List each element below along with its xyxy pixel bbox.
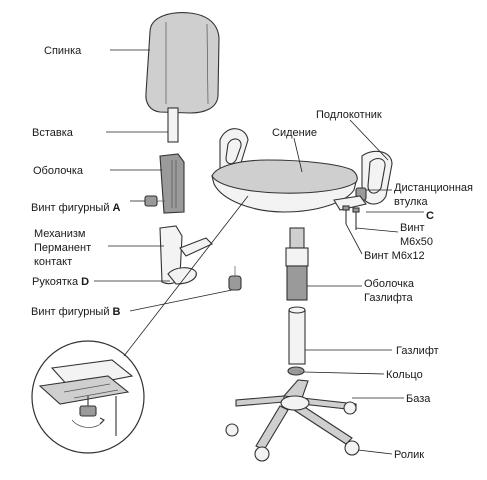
seat-plate (333, 195, 367, 211)
leader-vint-b (129, 289, 233, 312)
seat (211, 159, 358, 213)
caster-front-right (344, 440, 360, 456)
label-vstavka: Вставка (32, 127, 74, 139)
gaslift (288, 306, 306, 365)
label-mech-2: Перманент (34, 242, 91, 254)
detail-magnifier (31, 340, 145, 454)
label-mech-1: Механизм (34, 228, 85, 240)
label-obolochka: Оболочка (33, 165, 84, 177)
leader-koltso (303, 371, 385, 375)
label-baza: База (406, 393, 431, 405)
label-sidenie: Сидение (272, 127, 317, 139)
mechanism (159, 225, 213, 285)
label-spinka: Спинка (44, 45, 82, 57)
caster-front-left (254, 446, 270, 462)
leader-rolik (357, 449, 393, 455)
label-m650-2: М6х50 (400, 236, 433, 248)
label-obol-gaz-2: Газлифта (364, 292, 414, 304)
label-koltso: Кольцо (386, 369, 423, 381)
label-m650-1: Винт (400, 222, 425, 234)
shell-bracket (159, 153, 185, 214)
leader-m650 (355, 227, 399, 233)
figured-screw-a (144, 195, 165, 207)
caster-left (225, 423, 239, 437)
screw-m6x50 (352, 207, 360, 230)
label-mech-3: контакт (34, 256, 72, 268)
base (235, 379, 357, 451)
leader-detail (123, 195, 249, 357)
label-rolik: Ролик (394, 449, 424, 461)
insert-post (167, 107, 179, 143)
backrest (145, 12, 220, 114)
label-dist-2: втулка (394, 196, 428, 208)
label-obol-gaz-1: Оболочка (364, 278, 415, 290)
label-c: C (426, 210, 434, 222)
caster-right (343, 401, 357, 415)
figured-screw-b (228, 266, 242, 291)
leader-sidenie (293, 137, 303, 173)
gaslift-cover (285, 227, 309, 301)
ring (287, 366, 305, 376)
label-m612: Винт М6х12 (364, 250, 425, 262)
label-podlokotnik: Подлокотник (316, 109, 382, 121)
label-gazlift: Газлифт (396, 345, 439, 357)
leader-m612 (345, 223, 363, 255)
leader-podlokotnik (349, 119, 389, 161)
screw-m6x12 (342, 205, 350, 224)
armrest-right (361, 150, 393, 205)
label-dist-1: Дистанционная (394, 182, 473, 194)
